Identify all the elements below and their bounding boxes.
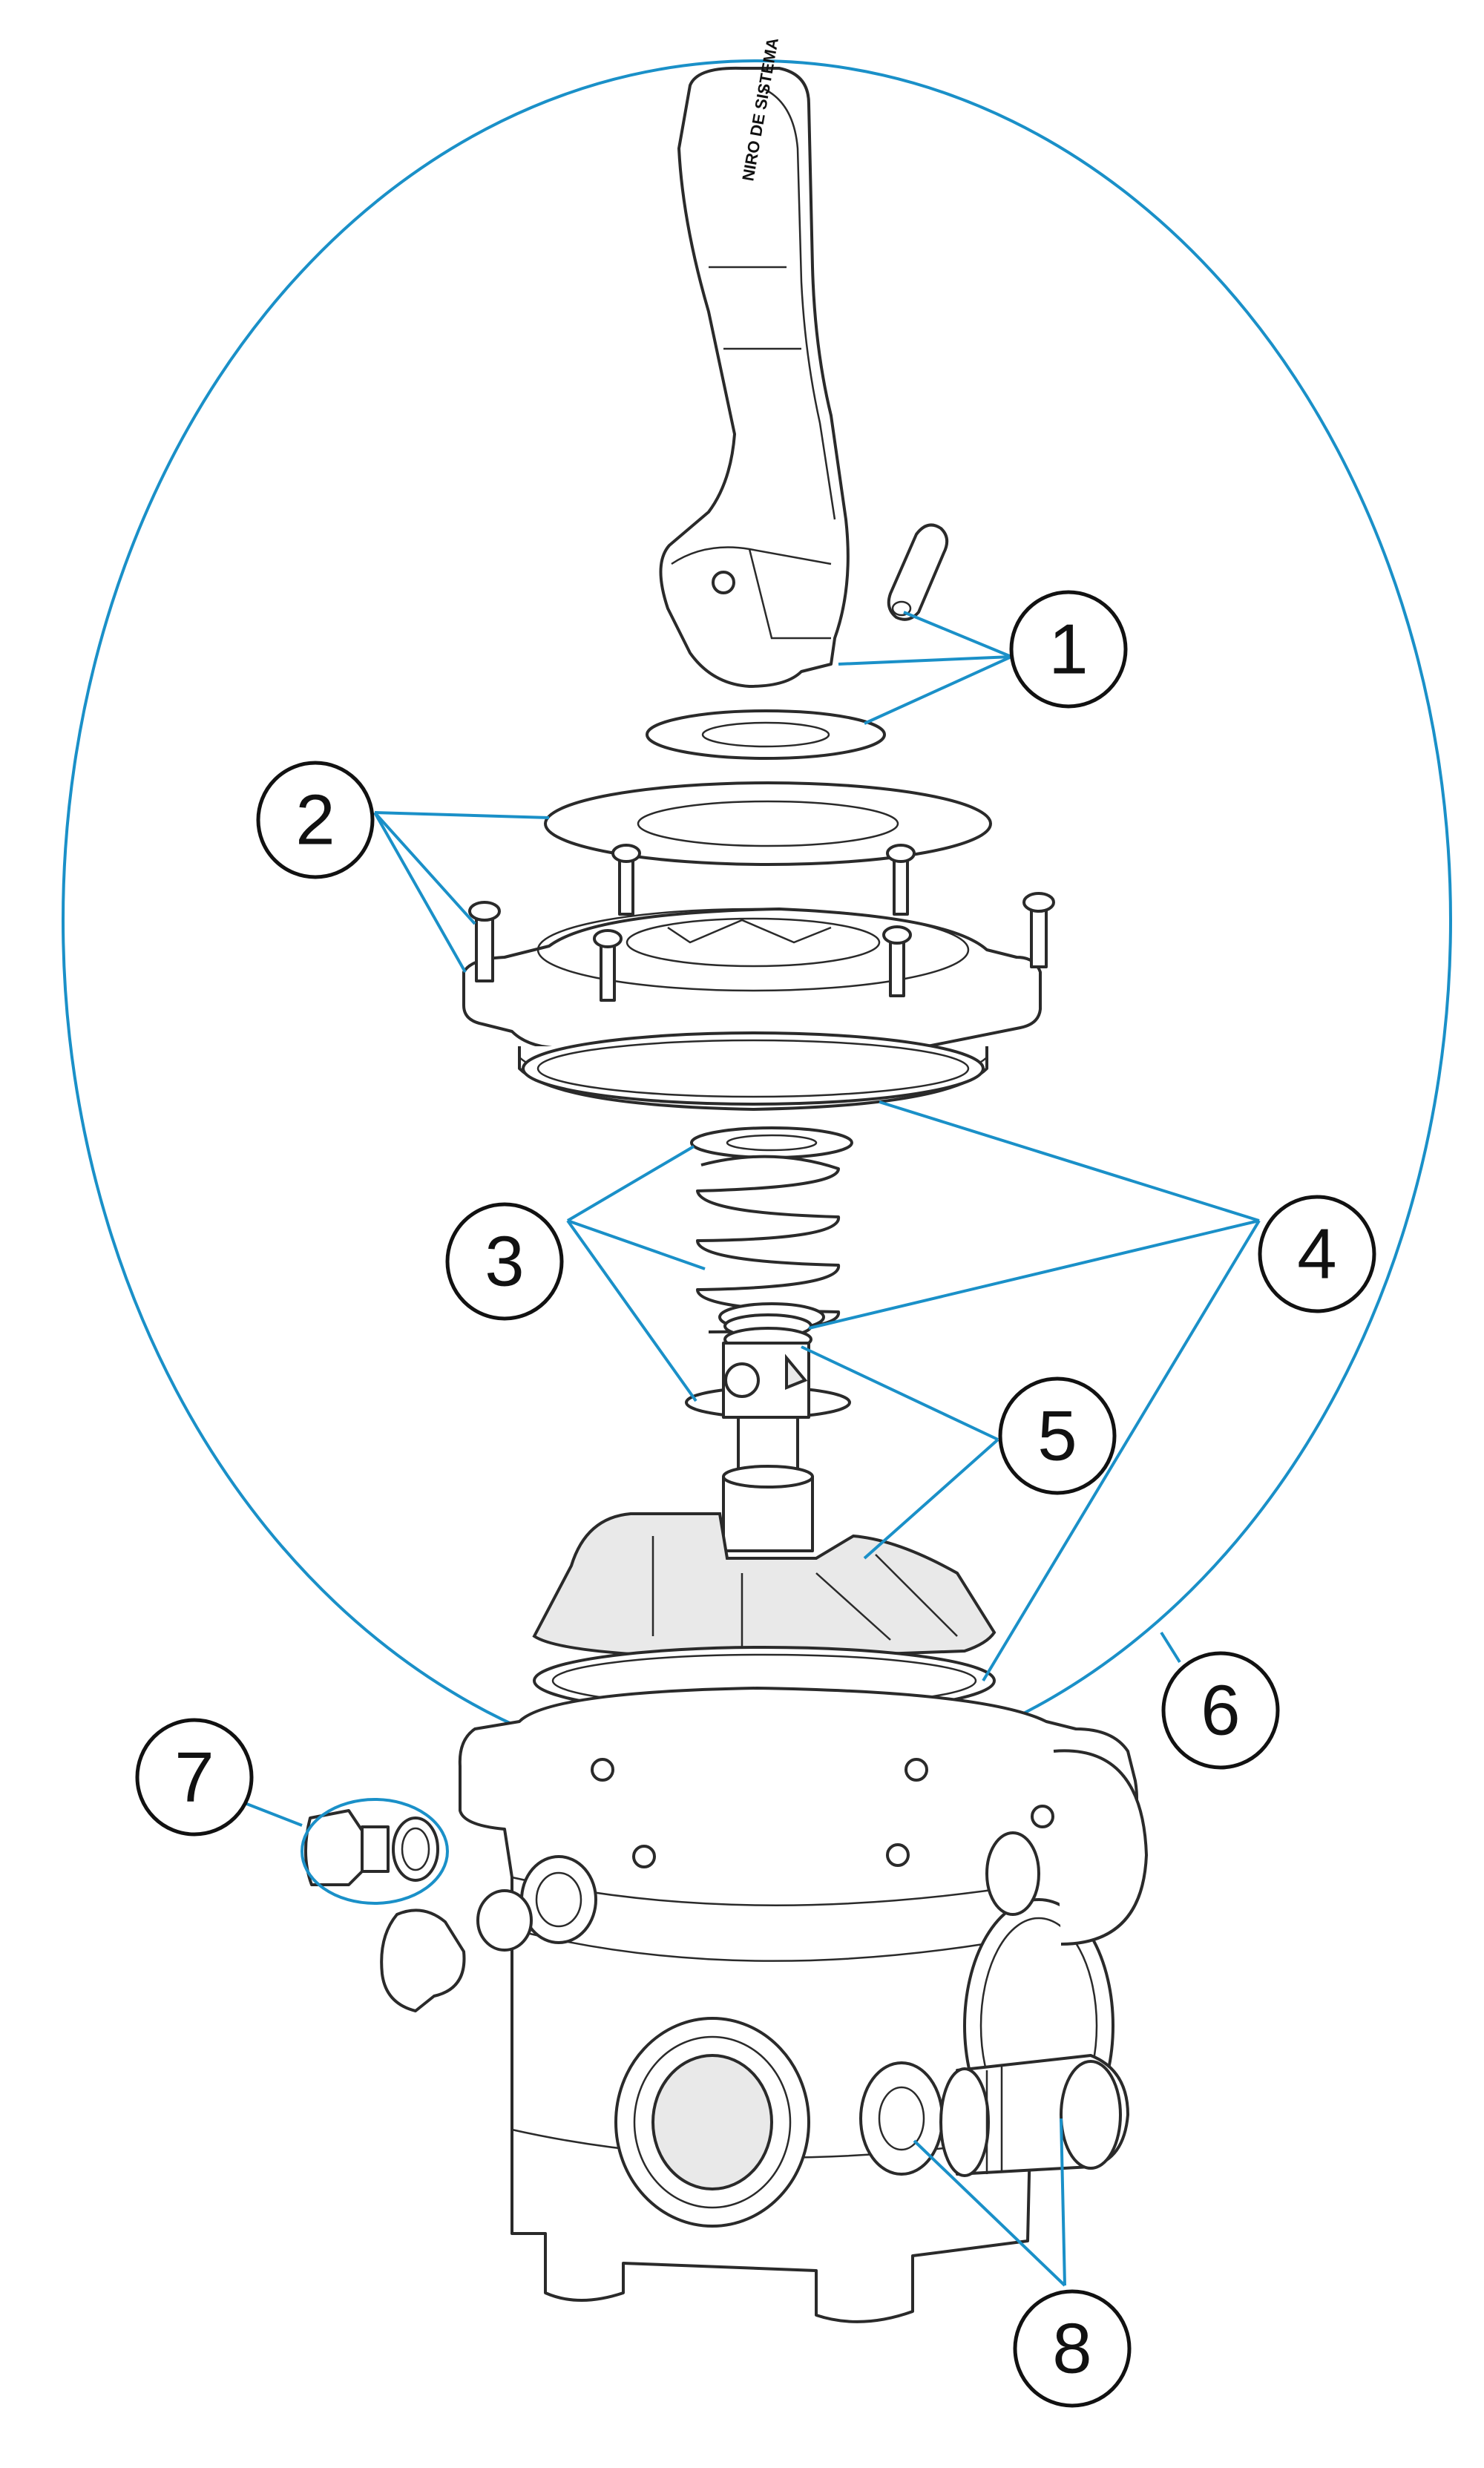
callout-1-label: 1 <box>1048 610 1088 689</box>
handle-washer <box>646 709 886 760</box>
rotor-disk <box>532 1512 997 1661</box>
handle-pin <box>887 523 949 621</box>
callout-7-label: 7 <box>174 1738 214 1817</box>
callout-1: 1 <box>1009 590 1128 709</box>
cover-o-ring <box>522 1031 985 1106</box>
hose-fitting <box>939 2054 1129 2177</box>
rotor-shaft <box>722 1342 814 1552</box>
callout-4-label: 4 <box>1297 1215 1336 1294</box>
callout-2-label: 2 <box>295 781 335 860</box>
callout-4: 4 <box>1258 1195 1376 1313</box>
callout-3-label: 3 <box>485 1222 524 1302</box>
cover-gasket <box>544 781 992 866</box>
callout-5-label: 5 <box>1037 1397 1077 1476</box>
callout-3: 3 <box>445 1202 564 1321</box>
valve-body <box>458 1687 1148 2323</box>
callout-6-label: 6 <box>1201 1671 1240 1750</box>
valve-handle: NIRO DE SISTEMA <box>659 36 850 688</box>
drain-knob <box>380 1889 533 2012</box>
callout-2: 2 <box>256 761 375 879</box>
callout-7: 7 <box>135 1718 254 1837</box>
drain-plug <box>304 1809 439 1886</box>
callout-5: 5 <box>998 1376 1117 1495</box>
group-7-enclosure <box>301 1798 449 1905</box>
callout-6: 6 <box>1160 1631 1280 1770</box>
leader-lines <box>244 611 1261 2287</box>
callout-8-label: 8 <box>1052 2309 1091 2389</box>
callout-8: 8 <box>1013 2289 1132 2408</box>
